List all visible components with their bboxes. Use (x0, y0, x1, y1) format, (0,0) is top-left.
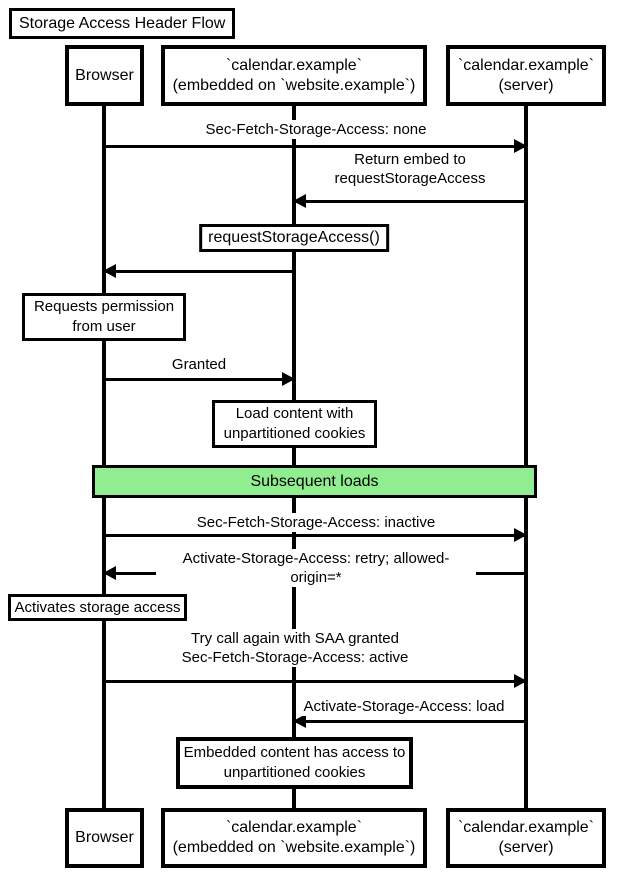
lifeline-server (524, 106, 528, 808)
divider-subsequent-loads: Subsequent loads (92, 465, 537, 498)
actor-browser-top: Browser (65, 45, 144, 106)
message-arrow-1 (293, 194, 526, 208)
arrowhead-left-icon (293, 194, 306, 208)
arrowhead-left-icon (103, 566, 116, 580)
message-label: Return embed to requestStorageAccess (331, 150, 489, 188)
message-label-boxed: requestStorageAccess() (199, 224, 389, 252)
arrowhead-right-icon (282, 372, 295, 386)
lifeline-embedded (292, 106, 296, 808)
message-label: Try call again with SAA granted Sec-Fetc… (178, 629, 412, 667)
note-embedded-access: Embedded content has access to unpartiti… (176, 737, 413, 789)
note-load-content: Load content with unpartitioned cookies (212, 400, 377, 448)
message-arrow-7 (293, 714, 526, 728)
diagram-title: Storage Access Header Flow (9, 8, 236, 39)
message-label: Sec-Fetch-Storage-Access: none (202, 120, 430, 139)
actor-server-bottom: `calendar.example` (server) (446, 808, 606, 868)
message-arrow-6 (104, 674, 527, 688)
message-label: Granted (168, 355, 230, 374)
note-activates-storage: Activates storage access (8, 594, 187, 621)
actor-embedded-bottom: `calendar.example` (embedded on `website… (161, 808, 427, 868)
message-label: Activate-Storage-Access: load (300, 697, 508, 716)
note-requests-permission: Requests permission from user (22, 293, 186, 341)
actor-embedded-top: `calendar.example` (embedded on `website… (161, 45, 427, 106)
arrowhead-right-icon (514, 139, 527, 153)
arrowhead-left-icon (293, 714, 306, 728)
message-arrow-0 (104, 139, 527, 153)
arrowhead-left-icon (103, 264, 116, 278)
arrowhead-right-icon (514, 674, 527, 688)
message-arrow-2 (103, 264, 294, 278)
message-arrow-3 (104, 372, 295, 386)
message-arrow-4 (104, 528, 527, 542)
lifeline-browser (102, 106, 106, 808)
actor-server-top: `calendar.example` (server) (446, 45, 606, 106)
message-label: Activate-Storage-Access: retry; allowed-… (156, 549, 476, 587)
actor-browser-bottom: Browser (65, 808, 144, 868)
message-label: Sec-Fetch-Storage-Access: inactive (193, 513, 439, 532)
arrowhead-right-icon (514, 528, 527, 542)
